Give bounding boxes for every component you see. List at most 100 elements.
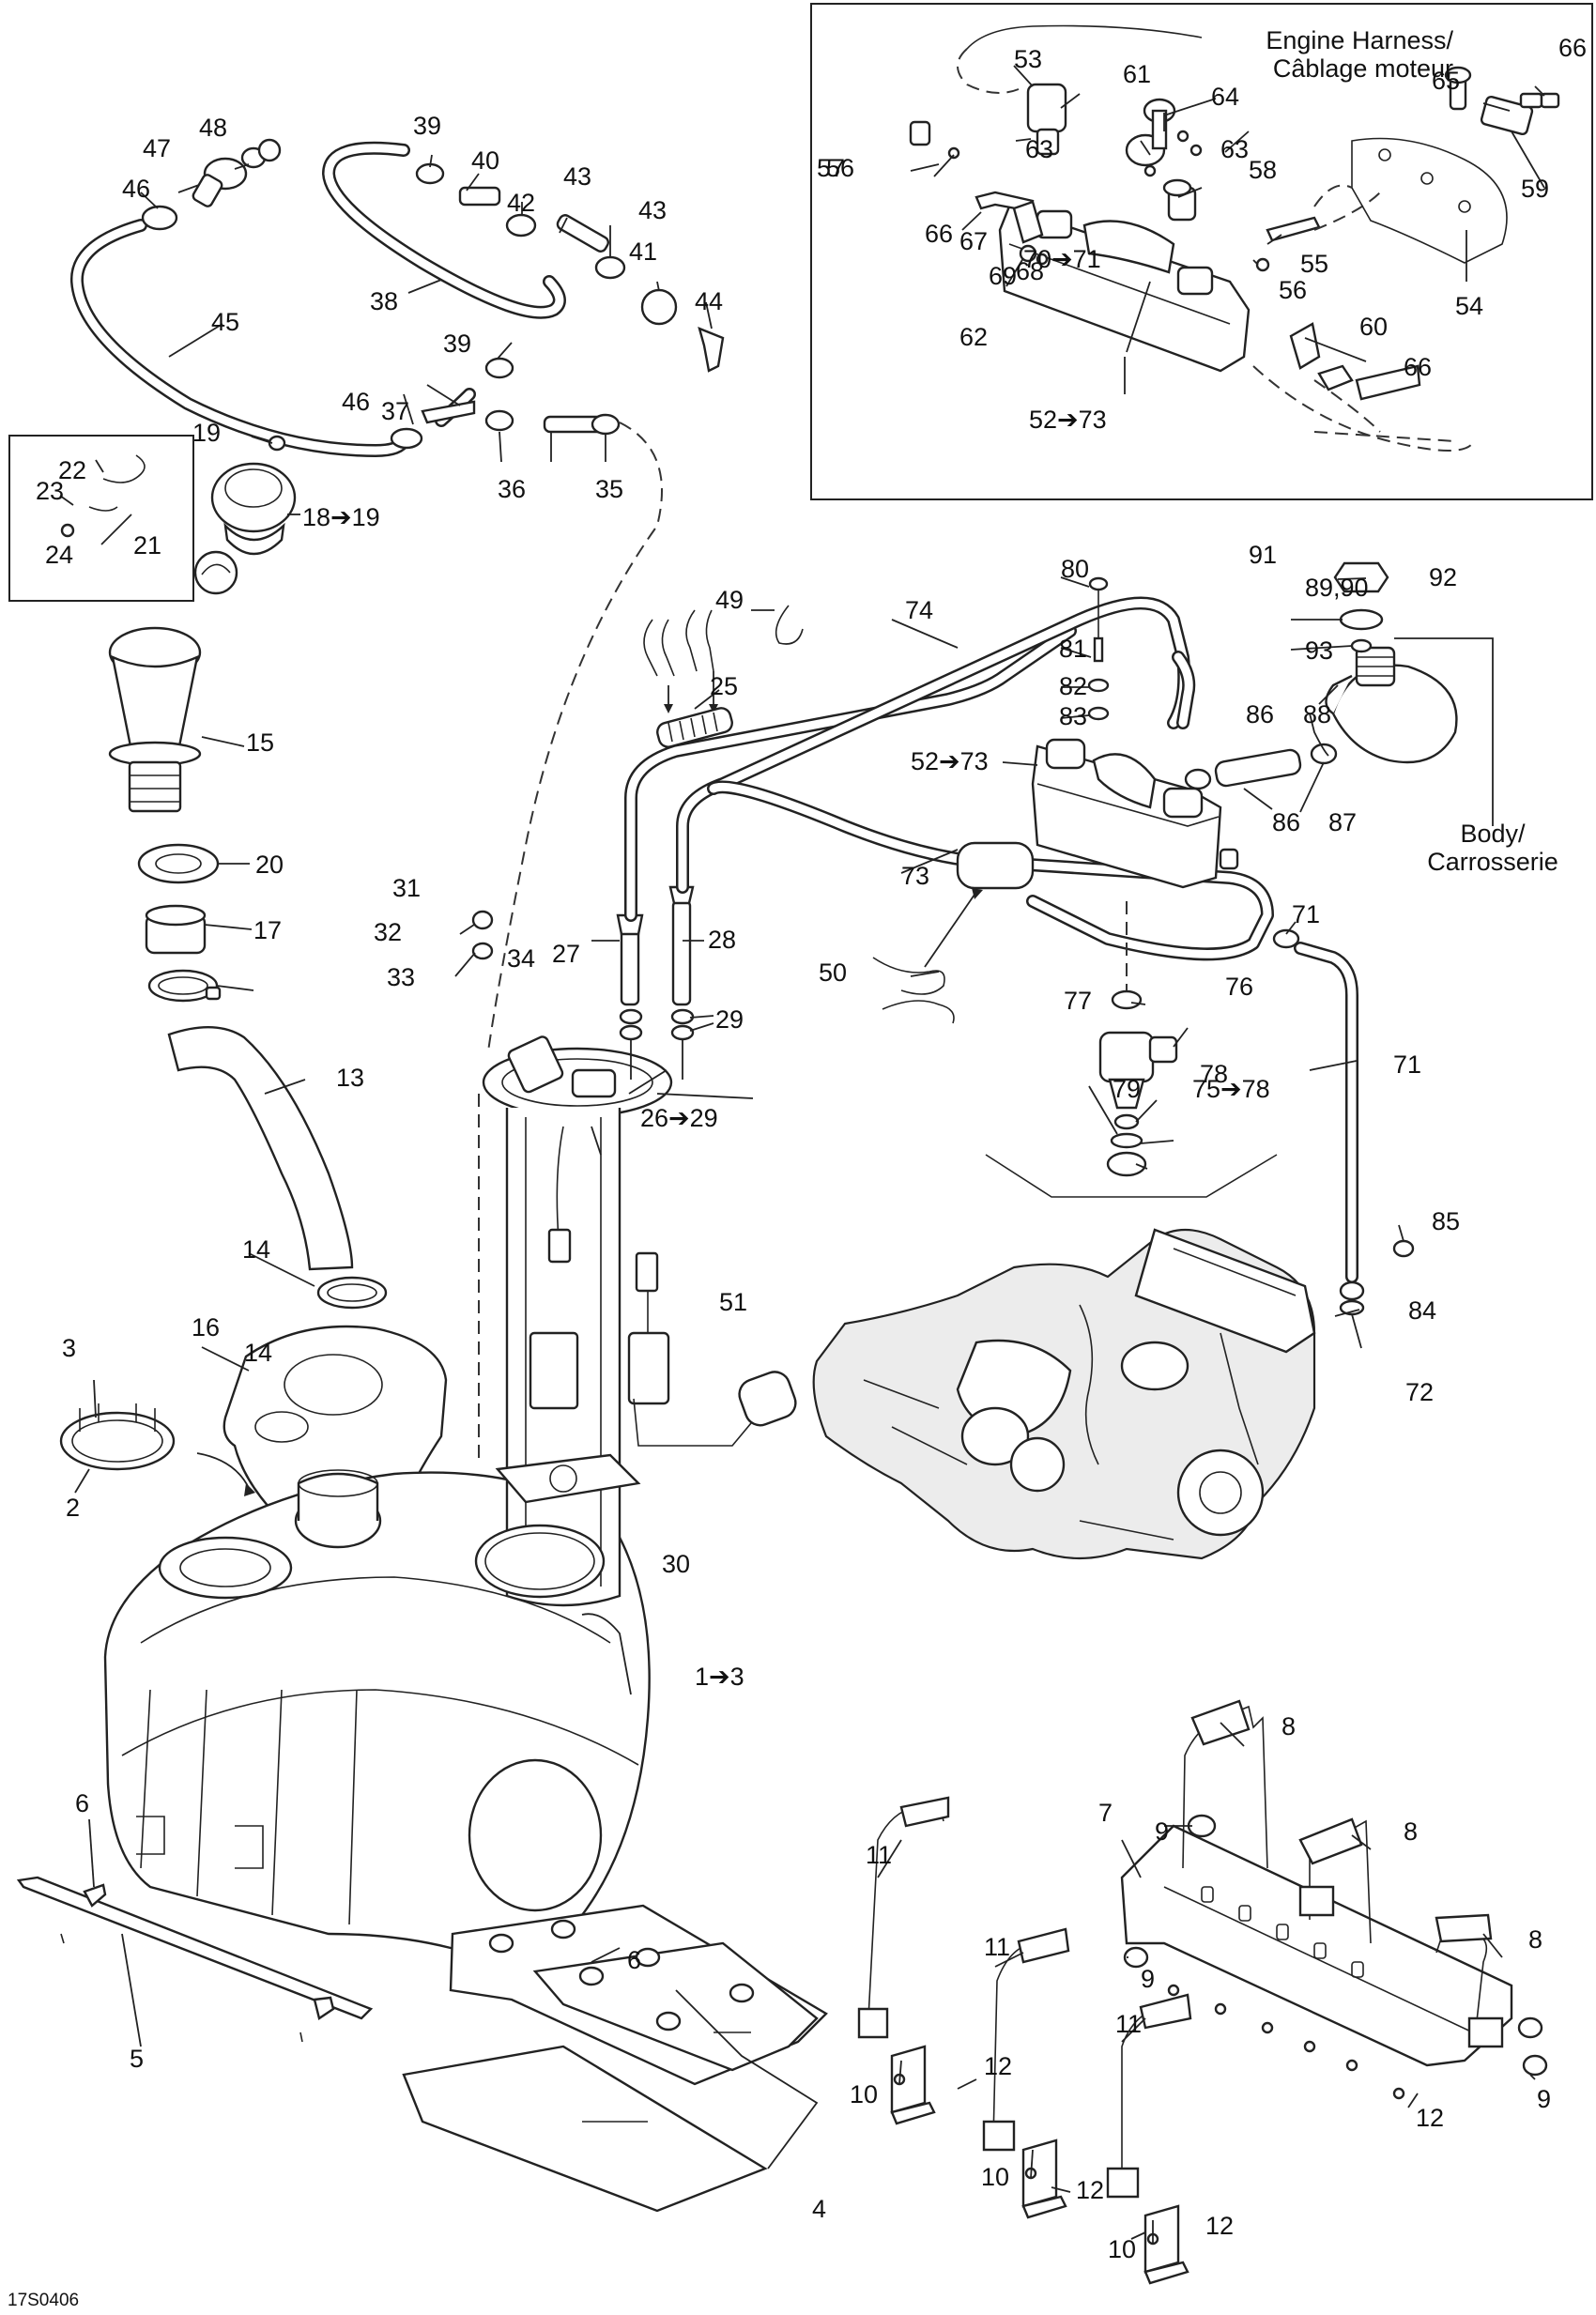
part-label: 48 <box>199 114 227 142</box>
mount-brackets-10 <box>890 2045 1189 2285</box>
clamp-14-upper <box>147 969 222 1003</box>
part-label: 36 <box>498 475 526 503</box>
regulator-cap-stack <box>1333 561 1389 653</box>
part-label: 7 <box>1098 1799 1113 1827</box>
leader-lines <box>59 65 1545 2244</box>
part-label: 59 <box>1521 175 1549 203</box>
part-label: 85 <box>1432 1207 1460 1235</box>
cable-ties-49 <box>643 605 804 713</box>
filler-hose <box>167 1026 354 1271</box>
part-label: 52➔73 <box>911 747 989 775</box>
heat-shield-slots <box>1201 1886 1364 1978</box>
part-label: 71 <box>1292 900 1320 928</box>
harness-inset-parts <box>909 24 1560 452</box>
part-label: 70➔71 <box>1023 245 1101 273</box>
skid-plate <box>16 1876 374 2020</box>
pump-gasket <box>474 1524 606 1599</box>
part-label: 28 <box>708 926 736 954</box>
part-label: 65 <box>1432 67 1460 95</box>
part-label: 40 <box>471 146 499 175</box>
part-label: 41 <box>629 238 657 266</box>
part-label: 19 <box>192 419 221 447</box>
part-label: 75➔78 <box>1192 1075 1270 1103</box>
part-label: 46 <box>342 388 370 416</box>
part-label: 57 <box>817 154 845 182</box>
part-label: 12 <box>1205 2212 1234 2240</box>
part-label: 21 <box>133 531 161 560</box>
part-label: 42 <box>507 189 535 217</box>
part-label: 54 <box>1455 292 1483 320</box>
part-label: 73 <box>901 862 929 890</box>
part-label: 47 <box>143 134 171 162</box>
part-label: 23 <box>36 477 64 505</box>
part-label: 6 <box>627 1946 641 1974</box>
part-label: 45 <box>211 308 239 336</box>
fuel-cap-tether-detail <box>60 454 238 595</box>
part-label: 49 <box>715 586 744 614</box>
part-label: 12 <box>984 2052 1012 2080</box>
part-label: 38 <box>370 287 398 315</box>
part-label: 16 <box>192 1313 220 1341</box>
part-label: 10 <box>1108 2235 1136 2263</box>
part-label: 66 <box>1404 353 1432 381</box>
body-callout: Body/Carrosserie <box>1427 820 1558 876</box>
part-label: 63 <box>1025 135 1053 163</box>
pressure-regulator-hoses <box>1172 651 1338 790</box>
tank-shield <box>223 1325 448 1523</box>
part-label: 11 <box>1115 2010 1142 2038</box>
part-label: 77 <box>1064 987 1092 1015</box>
part-label: 24 <box>45 541 73 569</box>
part-label: 18➔19 <box>302 503 380 531</box>
part-label: 20 <box>255 851 284 879</box>
part-labels: 1➔32345667888999101010111111121212121314… <box>36 34 1587 2263</box>
part-label: 67 <box>959 227 988 255</box>
fuel-pump-nut-washer <box>471 910 494 960</box>
filler-gasket-20 <box>137 843 220 884</box>
part-label: 6 <box>75 1789 89 1817</box>
fuel-fittings <box>616 885 695 1080</box>
part-label: 79 <box>1113 1075 1141 1103</box>
part-label: 71 <box>1393 1050 1421 1079</box>
part-label: 1➔3 <box>695 1663 744 1691</box>
part-label: 14 <box>242 1235 270 1264</box>
fuel-rail-fasteners <box>1087 576 1110 721</box>
part-label: 88 <box>1303 700 1331 728</box>
part-label: 44 <box>695 287 723 315</box>
part-label: 68 <box>1016 257 1044 285</box>
part-label: 51 <box>719 1288 747 1316</box>
clamp-14-lower <box>316 1276 388 1310</box>
part-label: 33 <box>387 963 415 991</box>
part-label: 12 <box>1416 2104 1444 2132</box>
part-label: 61 <box>1123 60 1151 88</box>
part-label: 76 <box>1225 973 1253 1001</box>
part-label: 32 <box>374 918 402 946</box>
fuel-rail-lines <box>624 596 1415 1316</box>
part-label: 66 <box>1558 34 1587 62</box>
cable-ties-50 <box>872 957 955 1024</box>
part-label: 13 <box>336 1064 364 1092</box>
part-label: 56 <box>1279 276 1307 304</box>
lower-regulator <box>1098 989 1178 1177</box>
part-label: 64 <box>1211 83 1239 111</box>
part-label: 69 <box>989 262 1017 290</box>
part-label: 35 <box>595 475 623 503</box>
part-label: 92 <box>1429 563 1457 591</box>
part-label: 9 <box>1155 1817 1169 1846</box>
part-label: 5 <box>130 2045 144 2073</box>
part-label: 80 <box>1061 555 1089 583</box>
part-label: 22 <box>58 456 86 484</box>
part-label: 46 <box>122 175 150 203</box>
shield-screws-12 <box>1167 1984 1405 2100</box>
engine-harness-inset-frame <box>810 3 1593 500</box>
part-label: 78 <box>1200 1060 1228 1088</box>
mounting-pads <box>402 1904 828 2213</box>
part-label: 39 <box>443 330 471 358</box>
pressure-regulator <box>1325 646 1458 764</box>
pump-label-decal <box>495 1453 641 1504</box>
part-label: 30 <box>662 1550 690 1578</box>
part-label: 87 <box>1328 808 1357 836</box>
part-label: 83 <box>1059 702 1087 730</box>
part-label: 11 <box>984 1933 1010 1961</box>
part-label: 8 <box>1528 1925 1542 1954</box>
part-label: 52➔73 <box>1029 406 1107 434</box>
